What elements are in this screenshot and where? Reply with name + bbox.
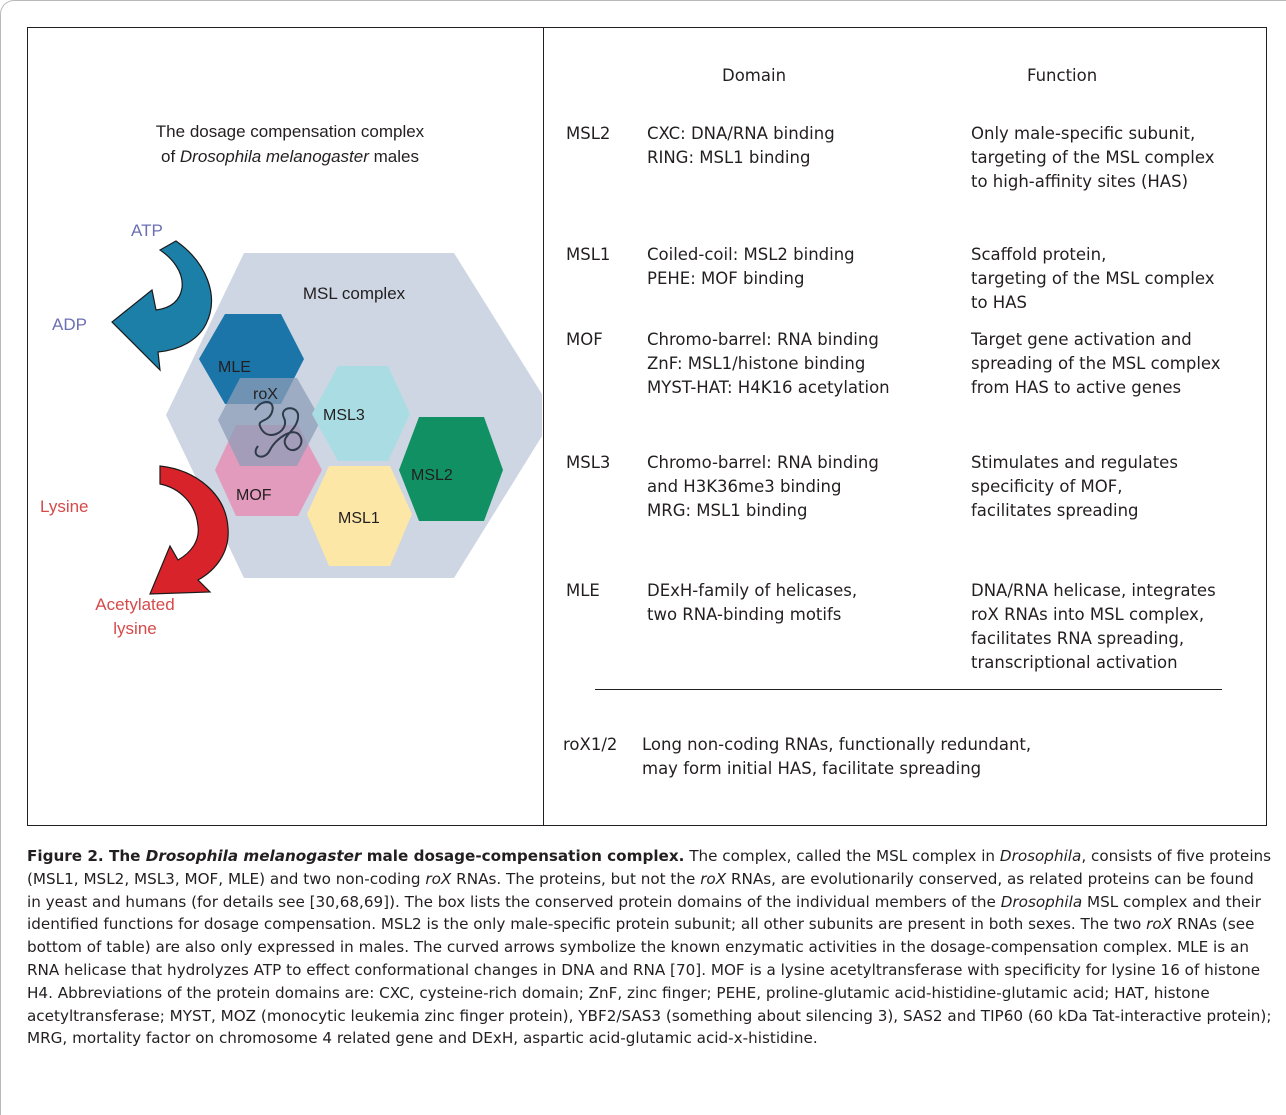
lysine-label: Lysine — [40, 497, 89, 516]
row-domain: Chromo-barrel: RNA binding and H3K36me3 … — [647, 451, 947, 523]
function-line: from HAS to active genes — [971, 378, 1182, 397]
subunit-label-msl1: MSL1 — [338, 510, 380, 527]
figure-divider — [543, 27, 544, 826]
function-line: spreading of the MSL complex — [971, 354, 1221, 373]
domain-line: MRG: MSL1 binding — [647, 501, 808, 520]
row-function: Stimulates and regulates specificity of … — [971, 451, 1271, 523]
row-function: Only male-specific subunit, targeting of… — [971, 122, 1271, 194]
domain-line: RING: MSL1 binding — [647, 148, 811, 167]
complex-diagram: The dosage compensation complex of Droso… — [40, 122, 542, 638]
domain-line: Chromo-barrel: RNA binding — [647, 453, 879, 472]
subunit-label-rox: roX — [253, 386, 278, 403]
function-line: to HAS — [971, 293, 1027, 312]
function-line: facilitates RNA spreading, — [971, 629, 1185, 648]
function-line: specificity of MOF, — [971, 477, 1123, 496]
row-function: Scaffold protein, targeting of the MSL c… — [971, 243, 1271, 315]
domain-line: MYST-HAT: H4K16 acetylation — [647, 378, 890, 397]
function-line: Only male-specific subunit, — [971, 124, 1196, 143]
row-name: roX1/2 — [563, 735, 618, 754]
acetylated-label-line2: lysine — [113, 619, 156, 638]
function-line: facilitates spreading — [971, 501, 1139, 520]
domain-line: ZnF: MSL1/histone binding — [647, 354, 866, 373]
function-line: Scaffold protein, — [971, 245, 1107, 264]
domain-line: CXC: DNA/RNA binding — [647, 124, 835, 143]
function-line: DNA/RNA helicase, integrates — [971, 581, 1216, 600]
figure-box — [27, 27, 1267, 826]
subunit-label-msl2: MSL2 — [411, 467, 453, 484]
row-domain: CXC: DNA/RNA binding RING: MSL1 binding — [647, 122, 947, 170]
function-line: Stimulates and regulates — [971, 453, 1178, 472]
function-line: transcriptional activation — [971, 653, 1178, 672]
description-line: Long non-coding RNAs, functionally redun… — [642, 735, 1032, 754]
header-domain: Domain — [722, 66, 787, 85]
row-function: Target gene activation and spreading of … — [971, 328, 1271, 400]
table-separator — [595, 689, 1222, 690]
subunit-label-msl3: MSL3 — [323, 407, 365, 424]
rox-rna-squiggle — [254, 401, 303, 458]
row-name: MSL1 — [566, 245, 611, 264]
lysine-acetylation-arrow-icon — [149, 465, 229, 595]
domain-line: PEHE: MOF binding — [647, 269, 805, 288]
figure-caption: Figure 2. The Drosophila melanogaster ma… — [27, 847, 1272, 1048]
row-name: MSL2 — [566, 124, 611, 143]
atp-label: ATP — [131, 221, 163, 240]
row-description: Long non-coding RNAs, functionally redun… — [642, 733, 1031, 781]
msl3-hexagon — [312, 366, 410, 461]
domain-line: Coiled-coil: MSL2 binding — [647, 245, 855, 264]
domain-line: DExH-family of helicases, — [647, 581, 858, 600]
subunit-label-mof: MOF — [236, 487, 272, 504]
msl2-hexagon — [399, 417, 503, 521]
figure-title-line1: The dosage compensation complex — [156, 122, 425, 141]
rox-hexagon — [218, 378, 321, 466]
acetylated-label-line1: Acetylated — [95, 595, 174, 614]
subunit-label-mle: MLE — [218, 359, 251, 376]
function-line: targeting of the MSL complex — [971, 269, 1215, 288]
msl1-hexagon — [307, 466, 412, 566]
function-line: Target gene activation and — [971, 330, 1192, 349]
function-line: targeting of the MSL complex — [971, 148, 1215, 167]
row-name: MLE — [566, 581, 600, 600]
row-function: DNA/RNA helicase, integrates roX RNAs in… — [971, 579, 1271, 675]
row-name: MSL3 — [566, 453, 611, 472]
figure-title-line2: of Drosophila melanogaster males — [161, 147, 419, 166]
domain-line: and H3K36me3 binding — [647, 477, 842, 496]
row-domain: Coiled-coil: MSL2 binding PEHE: MOF bind… — [647, 243, 947, 291]
function-line: roX RNAs into MSL complex, — [971, 605, 1205, 624]
domain-line: two RNA-binding motifs — [647, 605, 842, 624]
row-domain: Chromo-barrel: RNA binding ZnF: MSL1/his… — [647, 328, 947, 400]
adp-label: ADP — [52, 315, 87, 334]
row-name: MOF — [566, 330, 603, 349]
header-function: Function — [1027, 66, 1098, 85]
msl-complex-label: MSL complex — [303, 284, 406, 303]
caption-title: Figure 2. The Drosophila melanogaster ma… — [27, 847, 685, 865]
function-line: to high-affinity sites (HAS) — [971, 172, 1189, 191]
description-line: may form initial HAS, facilitate spreadi… — [642, 759, 982, 778]
row-domain: DExH-family of helicases, two RNA-bindin… — [647, 579, 947, 627]
domain-line: Chromo-barrel: RNA binding — [647, 330, 879, 349]
atp-adp-arrow-icon — [111, 240, 213, 372]
